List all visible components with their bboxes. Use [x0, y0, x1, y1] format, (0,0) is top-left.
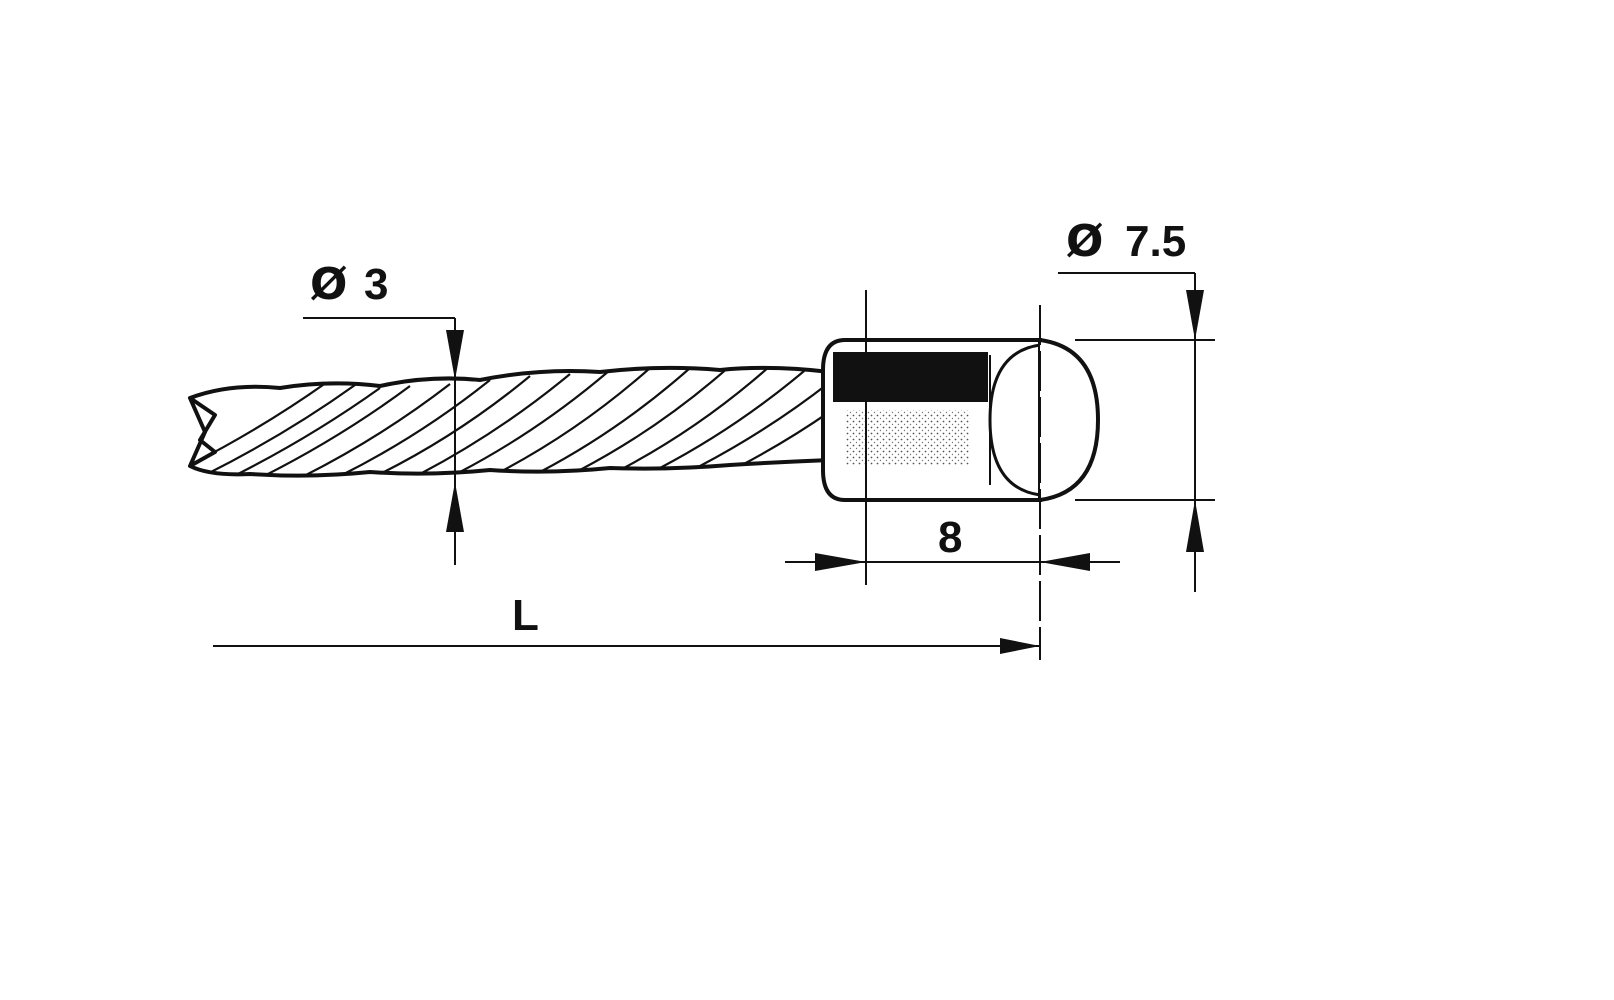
nipple-length-label: 8 [938, 513, 962, 562]
dim-nipple-diameter: Ø 7.5 [1058, 216, 1215, 592]
nipple-end-face [1039, 338, 1101, 502]
nipple-diameter-symbol: Ø [1066, 216, 1103, 267]
cable-nipple [821, 338, 1101, 502]
wire-outline [188, 365, 832, 478]
dim-wire-diameter: Ø 3 [303, 259, 464, 565]
dim-length-arrow-right [1040, 553, 1090, 571]
nipple-shadow-band [833, 352, 988, 402]
dim-nipple-length: 8 [785, 290, 1120, 660]
nipple-diameter-label: 7.5 [1125, 217, 1186, 266]
wire-diameter-label: 3 [364, 260, 388, 309]
overall-length-label: L [512, 591, 539, 640]
dim-nipple-arrow-top [1186, 290, 1204, 340]
wire-diameter-symbol: Ø [310, 259, 347, 310]
dim-nipple-arrow-bottom [1186, 500, 1204, 552]
dim-length-arrow-left [815, 553, 866, 571]
wire-cut-end [188, 396, 217, 468]
wire-strands [190, 367, 830, 476]
dim-wire-arrow-top [446, 330, 464, 380]
nipple-stipple [845, 410, 970, 465]
dim-overall-length: L [213, 591, 1040, 654]
dim-wire-arrow-bottom [446, 482, 464, 532]
wire-cable [188, 365, 832, 478]
dim-overall-arrow [1000, 638, 1040, 654]
